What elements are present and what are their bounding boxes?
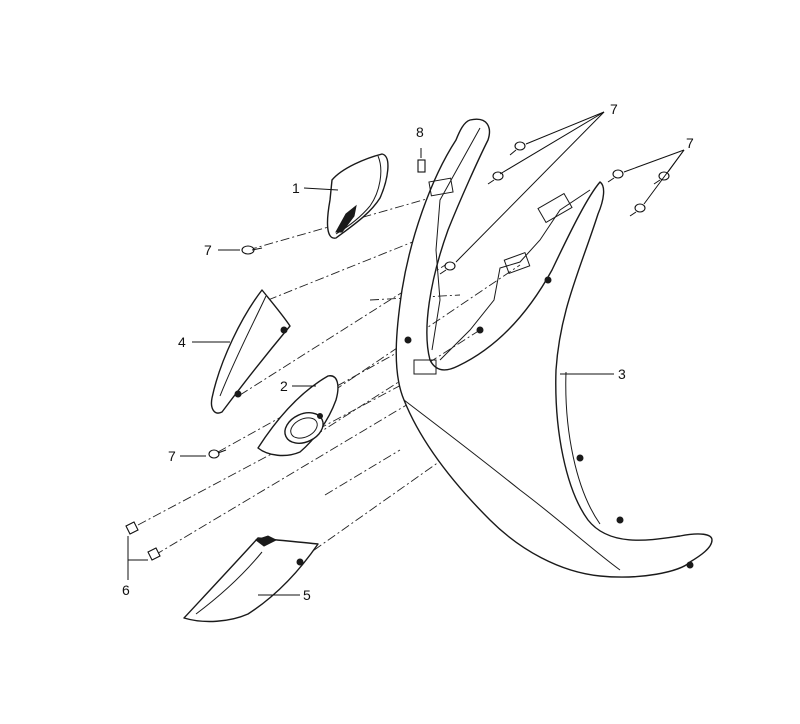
callout-2: 2 (280, 378, 288, 394)
screw-icon (629, 203, 646, 217)
clip-icon (125, 521, 139, 535)
part-4-side-panel (210, 289, 291, 414)
screw-icon (607, 169, 624, 183)
callout-leaders (127, 111, 685, 596)
callout-5: 5 (303, 587, 311, 603)
callout-7-top: 7 (610, 101, 618, 117)
callout-7-left-upper: 7 (204, 242, 212, 258)
callout-7-right: 7 (686, 135, 694, 151)
callout-1: 1 (292, 180, 300, 196)
callout-8: 8 (416, 124, 424, 140)
part-2-lamp-housing (257, 375, 339, 457)
part-1-upper-cover (326, 153, 389, 239)
screw-icon (241, 245, 263, 255)
part-5-lower-trim (183, 535, 319, 623)
clip-icon (147, 547, 161, 561)
callout-4: 4 (178, 334, 186, 350)
callout-labels: 1 2 3 4 5 6 7 7 7 7 8 (122, 101, 694, 603)
screw-icon (208, 449, 227, 459)
screw-icon (653, 171, 670, 185)
screw-icon (509, 141, 526, 156)
callout-6: 6 (122, 582, 130, 598)
callout-7-left-lower: 7 (168, 448, 176, 464)
part-3-front-shield (395, 118, 713, 578)
callout-3: 3 (618, 366, 626, 382)
screw-icon (439, 261, 456, 275)
bolt-icon (417, 148, 426, 173)
